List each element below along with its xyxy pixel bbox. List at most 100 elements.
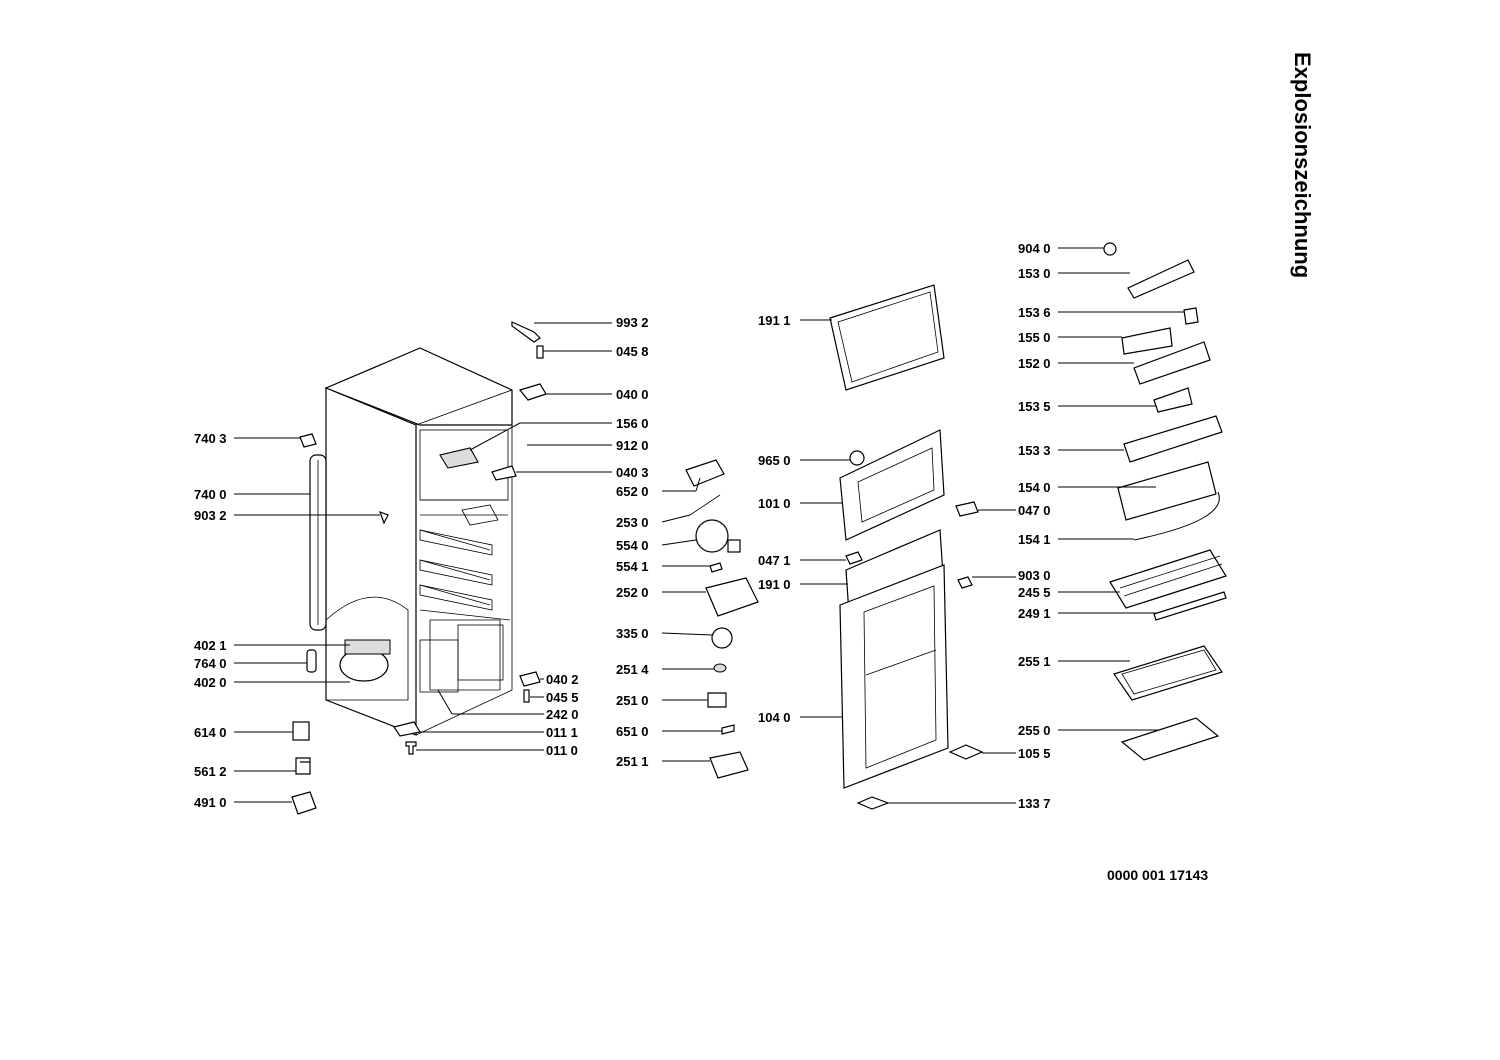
part-993-2 bbox=[511, 321, 541, 343]
label-040-3: 040 3 bbox=[616, 465, 649, 480]
label-903-0: 903 0 bbox=[1018, 568, 1051, 583]
label-764-0: 764 0 bbox=[194, 656, 227, 671]
label-402-1: 402 1 bbox=[194, 638, 227, 653]
part-740-3 bbox=[299, 433, 317, 448]
part-047-0 bbox=[955, 501, 979, 517]
label-251-4: 251 4 bbox=[616, 662, 649, 677]
label-153-3: 153 3 bbox=[1018, 443, 1051, 458]
part-614-0 bbox=[292, 721, 310, 741]
part-156-0 bbox=[439, 447, 479, 469]
part-105-5 bbox=[948, 744, 984, 760]
label-156-0: 156 0 bbox=[616, 416, 649, 431]
label-191-1: 191 1 bbox=[758, 313, 791, 328]
document-number: 0000 001 17143 bbox=[1107, 867, 1208, 883]
label-153-0: 153 0 bbox=[1018, 266, 1051, 281]
part-251-1 bbox=[709, 751, 749, 779]
part-245-5 bbox=[1109, 549, 1227, 609]
label-561-2: 561 2 bbox=[194, 764, 227, 779]
part-764-0 bbox=[306, 649, 317, 673]
label-903-2: 903 2 bbox=[194, 508, 227, 523]
drawing-title: Explosionszeichnung bbox=[1290, 52, 1315, 278]
part-153-0 bbox=[1127, 259, 1195, 299]
label-045-5: 045 5 bbox=[546, 690, 579, 705]
fridge-door bbox=[839, 564, 949, 789]
part-252-0 bbox=[705, 577, 759, 617]
condenser-coil bbox=[309, 454, 327, 631]
label-153-6: 153 6 bbox=[1018, 305, 1051, 320]
label-252-0: 252 0 bbox=[616, 585, 649, 600]
label-011-1: 011 1 bbox=[546, 725, 578, 740]
part-561-2 bbox=[295, 757, 311, 775]
part-903-2 bbox=[378, 510, 389, 525]
label-245-5: 245 5 bbox=[1018, 585, 1051, 600]
label-047-0: 047 0 bbox=[1018, 503, 1051, 518]
label-045-8: 045 8 bbox=[616, 344, 649, 359]
part-045-8 bbox=[536, 345, 544, 359]
part-554-0 bbox=[695, 519, 729, 553]
part-255-0 bbox=[1120, 717, 1220, 761]
label-651-0: 651 0 bbox=[616, 724, 649, 739]
label-965-0: 965 0 bbox=[758, 453, 791, 468]
label-251-0: 251 0 bbox=[616, 693, 649, 708]
label-104-0: 104 0 bbox=[758, 710, 791, 725]
part-045-5 bbox=[523, 689, 530, 703]
label-904-0: 904 0 bbox=[1018, 241, 1051, 256]
label-154-0: 154 0 bbox=[1018, 480, 1051, 495]
label-554-0: 554 0 bbox=[616, 538, 649, 553]
label-249-1: 249 1 bbox=[1018, 606, 1051, 621]
part-651-0 bbox=[721, 724, 735, 735]
label-242-0: 242 0 bbox=[546, 707, 579, 722]
label-154-1: 154 1 bbox=[1018, 532, 1051, 547]
part-554-0-box bbox=[727, 539, 741, 553]
label-491-0: 491 0 bbox=[194, 795, 227, 810]
freezer-door bbox=[839, 429, 945, 541]
part-965-0 bbox=[849, 450, 865, 466]
label-255-1: 255 1 bbox=[1018, 654, 1051, 669]
label-554-1: 554 1 bbox=[616, 559, 649, 574]
label-740-3: 740 3 bbox=[194, 431, 227, 446]
part-251-4 bbox=[713, 663, 727, 673]
part-040-0 bbox=[518, 383, 547, 401]
part-904-0 bbox=[1103, 242, 1117, 256]
label-040-0: 040 0 bbox=[616, 387, 649, 402]
label-105-5: 105 5 bbox=[1018, 746, 1051, 761]
label-251-1: 251 1 bbox=[616, 754, 649, 769]
part-153-5 bbox=[1153, 387, 1193, 413]
label-152-0: 152 0 bbox=[1018, 356, 1051, 371]
label-255-0: 255 0 bbox=[1018, 723, 1051, 738]
part-251-0 bbox=[707, 692, 727, 708]
part-133-7 bbox=[856, 796, 890, 810]
label-155-0: 155 0 bbox=[1018, 330, 1051, 345]
label-153-5: 153 5 bbox=[1018, 399, 1051, 414]
compressor bbox=[339, 639, 391, 682]
label-912-0: 912 0 bbox=[616, 438, 649, 453]
part-154-0 bbox=[1117, 461, 1217, 521]
part-154-1 bbox=[1133, 491, 1220, 541]
part-554-1 bbox=[709, 562, 723, 573]
label-253-0: 253 0 bbox=[616, 515, 649, 530]
part-040-2 bbox=[519, 671, 541, 687]
part-155-0 bbox=[1121, 327, 1173, 355]
leader-lines bbox=[234, 247, 1184, 804]
part-153-6 bbox=[1183, 307, 1199, 325]
part-491-0 bbox=[291, 791, 317, 815]
part-253-0 bbox=[689, 494, 721, 516]
label-652-0: 652 0 bbox=[616, 484, 649, 499]
part-labels: 993 2 045 8 040 0 156 0 912 0 040 3 740 … bbox=[194, 241, 1051, 811]
label-101-0: 101 0 bbox=[758, 496, 791, 511]
label-335-0: 335 0 bbox=[616, 626, 649, 641]
part-652-0 bbox=[685, 459, 725, 487]
label-047-1: 047 1 bbox=[758, 553, 791, 568]
label-740-0: 740 0 bbox=[194, 487, 227, 502]
part-153-3 bbox=[1123, 415, 1223, 463]
door-gasket-top bbox=[829, 284, 945, 391]
part-152-0 bbox=[1133, 341, 1211, 385]
label-133-7: 133 7 bbox=[1018, 796, 1051, 811]
label-993-2: 993 2 bbox=[616, 315, 649, 330]
label-402-0: 402 0 bbox=[194, 675, 227, 690]
part-011-0 bbox=[405, 741, 417, 755]
part-040-3 bbox=[491, 465, 517, 481]
label-191-0: 191 0 bbox=[758, 577, 791, 592]
